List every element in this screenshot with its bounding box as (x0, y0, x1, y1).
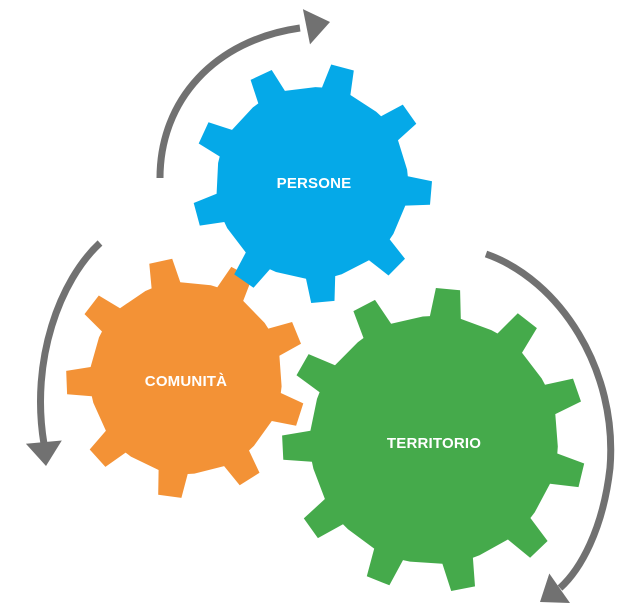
gear-territorio: TERRITORIO (282, 288, 585, 591)
gear-persone-label: PERSONE (277, 175, 352, 192)
arrow-right (484, 250, 615, 591)
gear-comunita-label: COMUNITÀ (145, 373, 227, 390)
gear-territorio-shape (282, 288, 585, 591)
gear-comunita-shape (66, 258, 304, 498)
arrow-right-head-icon (540, 573, 570, 603)
arrow-top-head-icon (302, 9, 330, 45)
arrow-left (37, 240, 103, 445)
gear-territorio-label: TERRITORIO (387, 435, 481, 452)
arrow-left-head-icon (25, 440, 62, 466)
gear-persone-shape (193, 64, 432, 303)
cycle-arrows (25, 9, 615, 603)
gear-comunita: COMUNITÀ (66, 258, 304, 498)
arrow-top (156, 24, 301, 179)
gear-persone: PERSONE (193, 64, 432, 303)
